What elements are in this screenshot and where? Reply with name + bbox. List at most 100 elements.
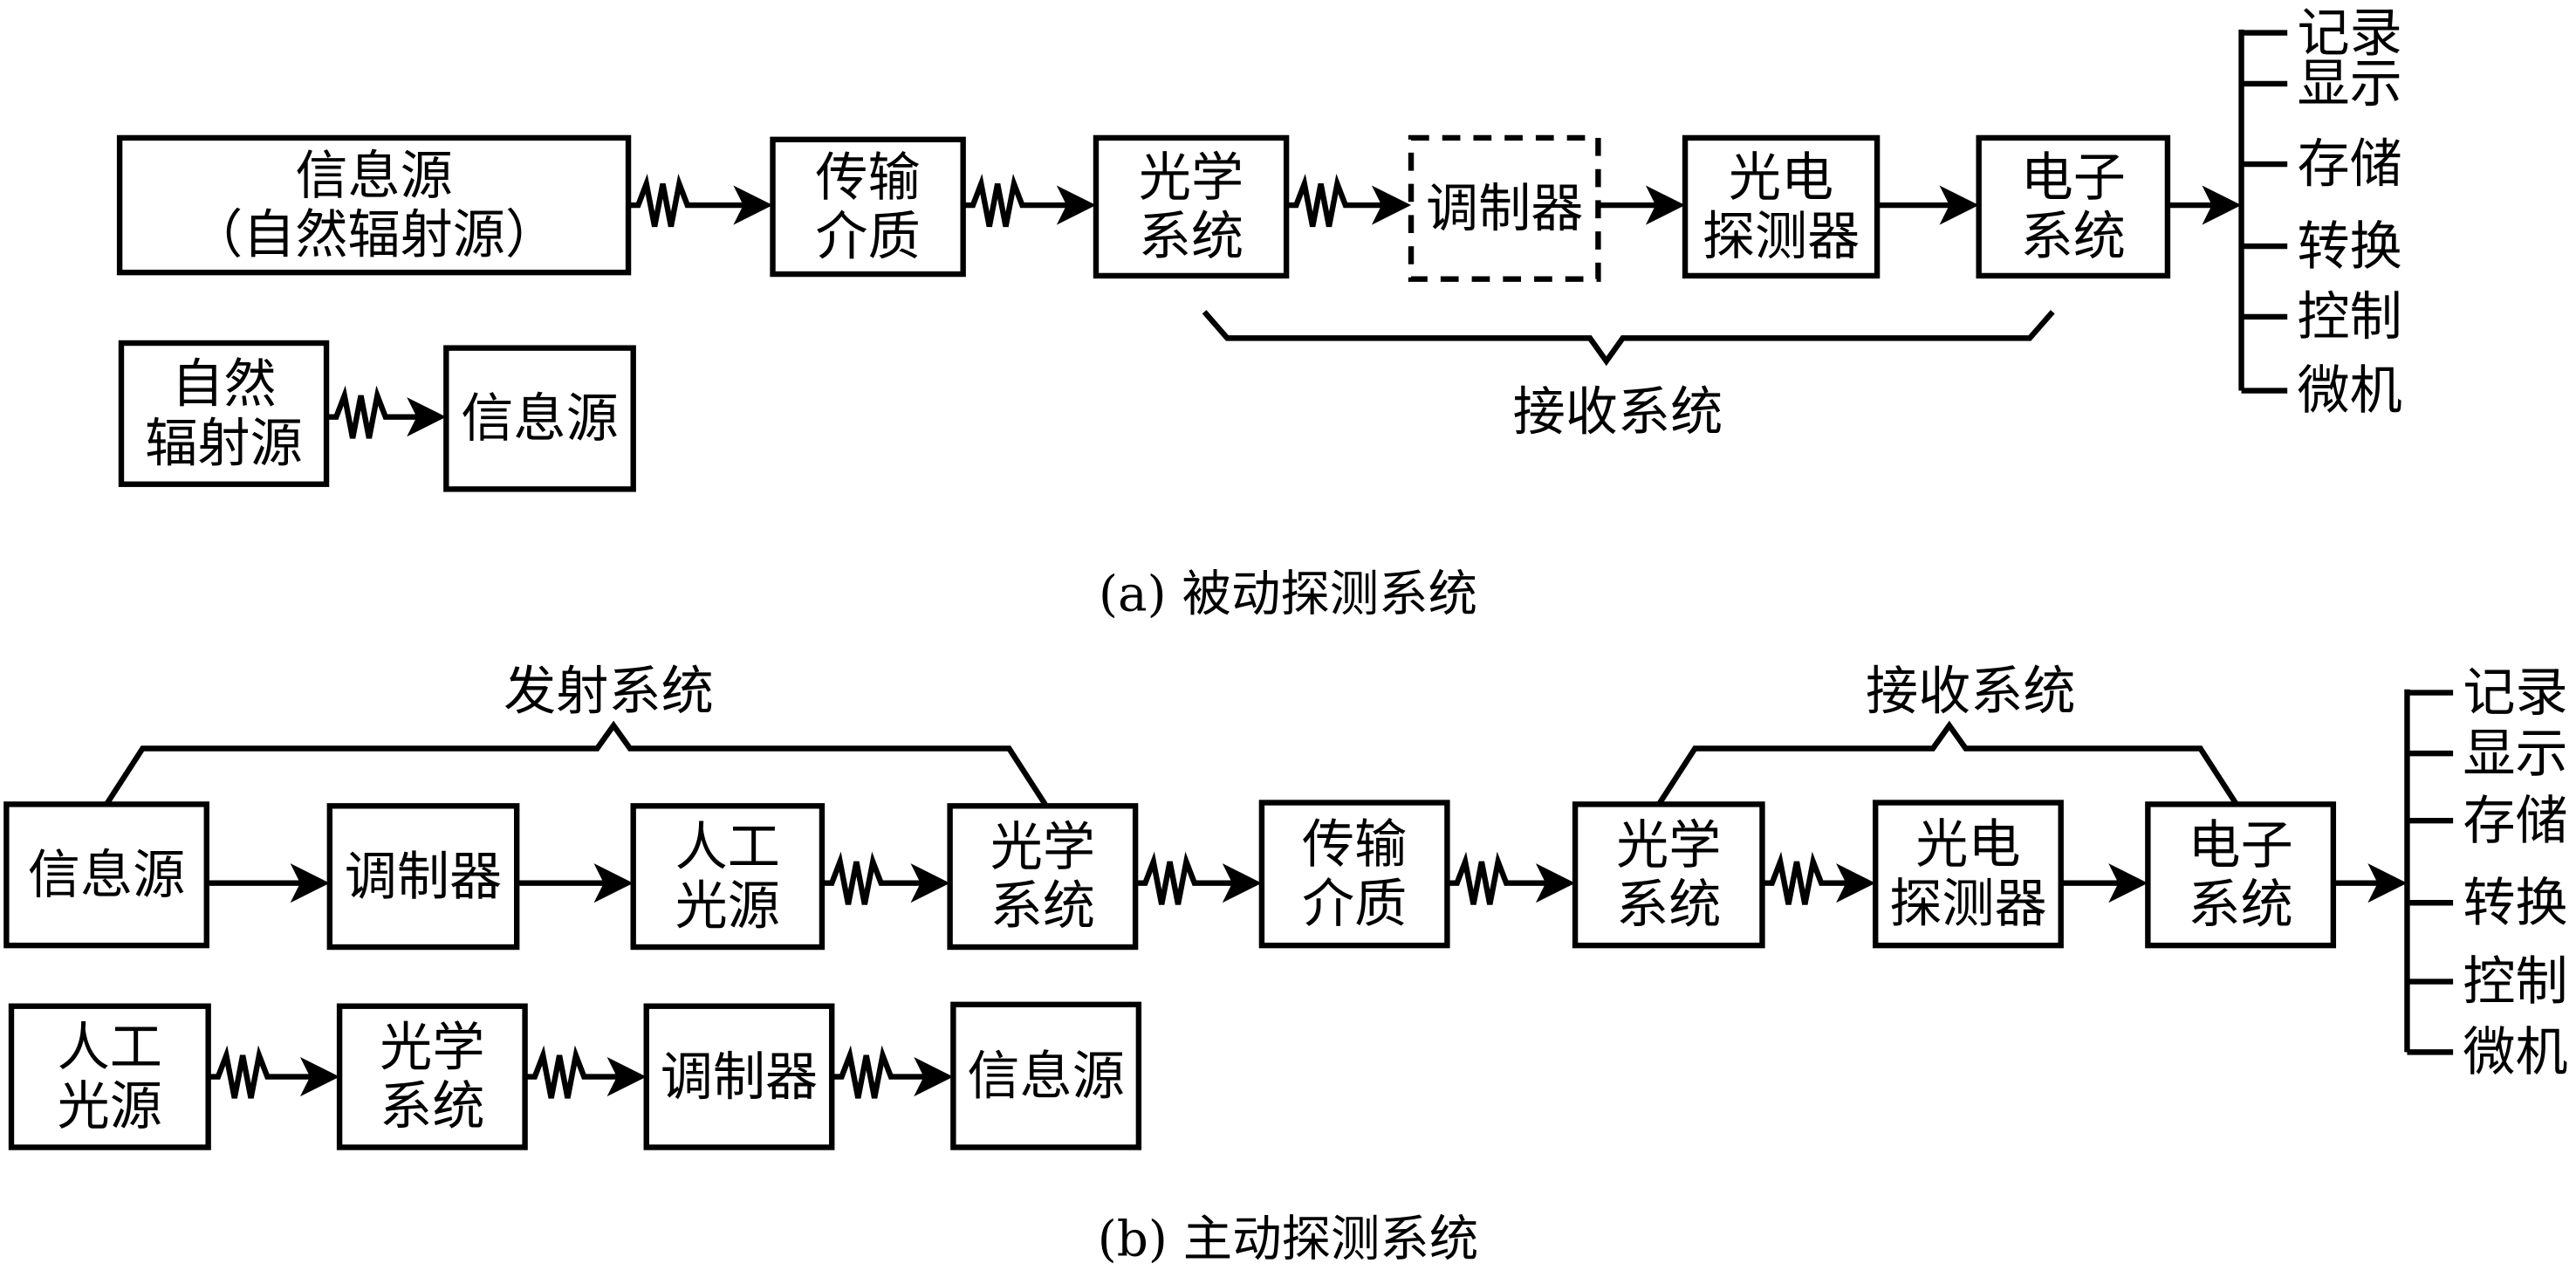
active-transmitter-brace [104, 720, 1048, 807]
passive-connector [1877, 185, 1979, 225]
passive-block-p_det-label: 光电 [1729, 148, 1833, 209]
arrow-head-icon [2108, 863, 2148, 903]
passive-connector [963, 174, 1096, 228]
arrow-head-icon [2202, 185, 2242, 225]
passive-block-p_optics-frame [1093, 134, 1290, 279]
active-connector [206, 863, 330, 903]
active-block-a_medium-frame [1258, 800, 1450, 949]
passive-connector-zigzag [1286, 174, 1405, 228]
passive-sub-connector [326, 385, 447, 439]
active-sub-block-a_sub_info-frame [950, 1001, 1142, 1150]
passive-sub-block-p_info: 信息源 [443, 345, 636, 492]
active-connector [2333, 863, 2408, 903]
active-sub-block-a_sub_info: 信息源 [950, 1001, 1142, 1150]
passive-block-p_medium-frame [770, 136, 966, 278]
active-block-a_optics_rx-frame [1572, 801, 1765, 949]
arrow-head-icon [2367, 863, 2408, 903]
active-sub-block-a_sub_light-label: 人工 [58, 1017, 162, 1078]
arrow-head-icon [606, 1057, 647, 1097]
arrow-head-icon [910, 863, 950, 903]
active-caption: (b) 主动探测系统 [1098, 1212, 1479, 1268]
active-block-a_light-frame [630, 803, 826, 951]
active-block-a_optics_tx-label: 系统 [990, 876, 1095, 937]
passive-connector [1286, 174, 1412, 228]
active-block-a_src-frame [3, 801, 209, 949]
active-connector [821, 851, 950, 905]
output-item: 存储 [2463, 791, 2567, 852]
passive-receiver-label: 接收系统 [1513, 382, 1723, 443]
output-item: 微机 [2463, 1022, 2567, 1083]
arrow-head-icon [290, 863, 330, 903]
passive-block-p_src: 信息源（自然辐射源） [116, 134, 632, 276]
active-receiver-brace [1656, 720, 2239, 807]
active-block-a_mod-label: 调制器 [345, 847, 502, 908]
passive-sub-block-p_nat-label: 辐射源 [145, 413, 302, 474]
output-item: 存储 [2297, 134, 2401, 196]
arrow-head-icon [1056, 185, 1096, 225]
active-block-a_optics_rx-label: 光学 [1616, 815, 1721, 876]
output-item: 记录 [2463, 663, 2567, 724]
active-block-a_mod-frame [326, 803, 520, 951]
active-connector [1135, 851, 1262, 905]
active-block-a_light-label: 人工 [675, 817, 780, 878]
passive-receiver-brace [1202, 310, 2055, 367]
arrow-head-icon [914, 1057, 954, 1097]
active-block-a_elec-label: 系统 [2188, 875, 2292, 936]
arrow-head-icon [1535, 863, 1576, 903]
passive-caption: (a) 被动探测系统 [1099, 566, 1477, 623]
passive-connector-zigzag [963, 174, 1090, 228]
active-sub-block-a_sub_mod: 调制器 [643, 1003, 835, 1150]
active-block-a_elec-frame [2145, 801, 2337, 949]
arrow-head-icon [299, 1057, 340, 1097]
passive-block-p_det-label: 探测器 [1702, 206, 1860, 267]
output-item: 显示 [2297, 54, 2401, 115]
passive-block-p_src-label: 信息源 [295, 146, 452, 207]
active-block-a_det-label: 探测器 [1889, 874, 2046, 935]
active-connector [517, 863, 634, 903]
arrow-head-icon [593, 863, 634, 903]
arrow-head-icon [1836, 863, 1876, 903]
arrow-head-icon [1222, 863, 1262, 903]
active-sub-block-a_sub_optics-label: 系统 [380, 1076, 484, 1137]
passive-block-p_mod: 调制器 [1408, 134, 1601, 282]
arrow-head-icon [1371, 185, 1412, 225]
passive-block-p_src-label: （自然辐射源） [190, 205, 558, 266]
active-sub-block-a_sub_optics-frame [336, 1003, 528, 1150]
active-connector-zigzag [1447, 851, 1569, 905]
passive-block-p_src-frame [116, 134, 632, 276]
active-receiver-label: 接收系统 [1866, 661, 2076, 722]
passive-sub-block-p_nat-label: 自然 [171, 354, 276, 415]
output-item: 显示 [2463, 724, 2567, 785]
active-sub-connector-zigzag [208, 1045, 333, 1099]
output-item: 记录 [2297, 3, 2401, 64]
active-sub-connector-zigzag [524, 1045, 641, 1099]
active-block-a_src: 信息源 [3, 801, 209, 949]
passive-block-p_mod-label: 调制器 [1426, 179, 1583, 240]
output-item: 微机 [2297, 360, 2401, 422]
arrow-head-icon [1939, 185, 1979, 225]
passive-sub-block-p_info-label: 信息源 [461, 388, 618, 450]
active-block-a_light-label: 光源 [675, 876, 780, 937]
active-connector-zigzag [821, 851, 944, 905]
passive-connector-zigzag [628, 174, 767, 228]
active-sub-connector [832, 1045, 954, 1099]
output-item: 控制 [2297, 287, 2401, 348]
active-block-a_medium-label: 传输 [1302, 814, 1407, 875]
active-transmitter-label: 发射系统 [504, 661, 714, 722]
active-block-a_src-label: 信息源 [28, 845, 185, 906]
active-sub-block-a_sub_light-label: 光源 [58, 1076, 162, 1137]
active-sub-connector [208, 1045, 340, 1099]
active-block-a_optics_tx-label: 光学 [990, 817, 1095, 878]
passive-connector [1598, 185, 1686, 225]
active-block-a_optics_tx-frame [947, 803, 1139, 951]
passive-sub-block-p_nat: 自然辐射源 [118, 340, 330, 487]
